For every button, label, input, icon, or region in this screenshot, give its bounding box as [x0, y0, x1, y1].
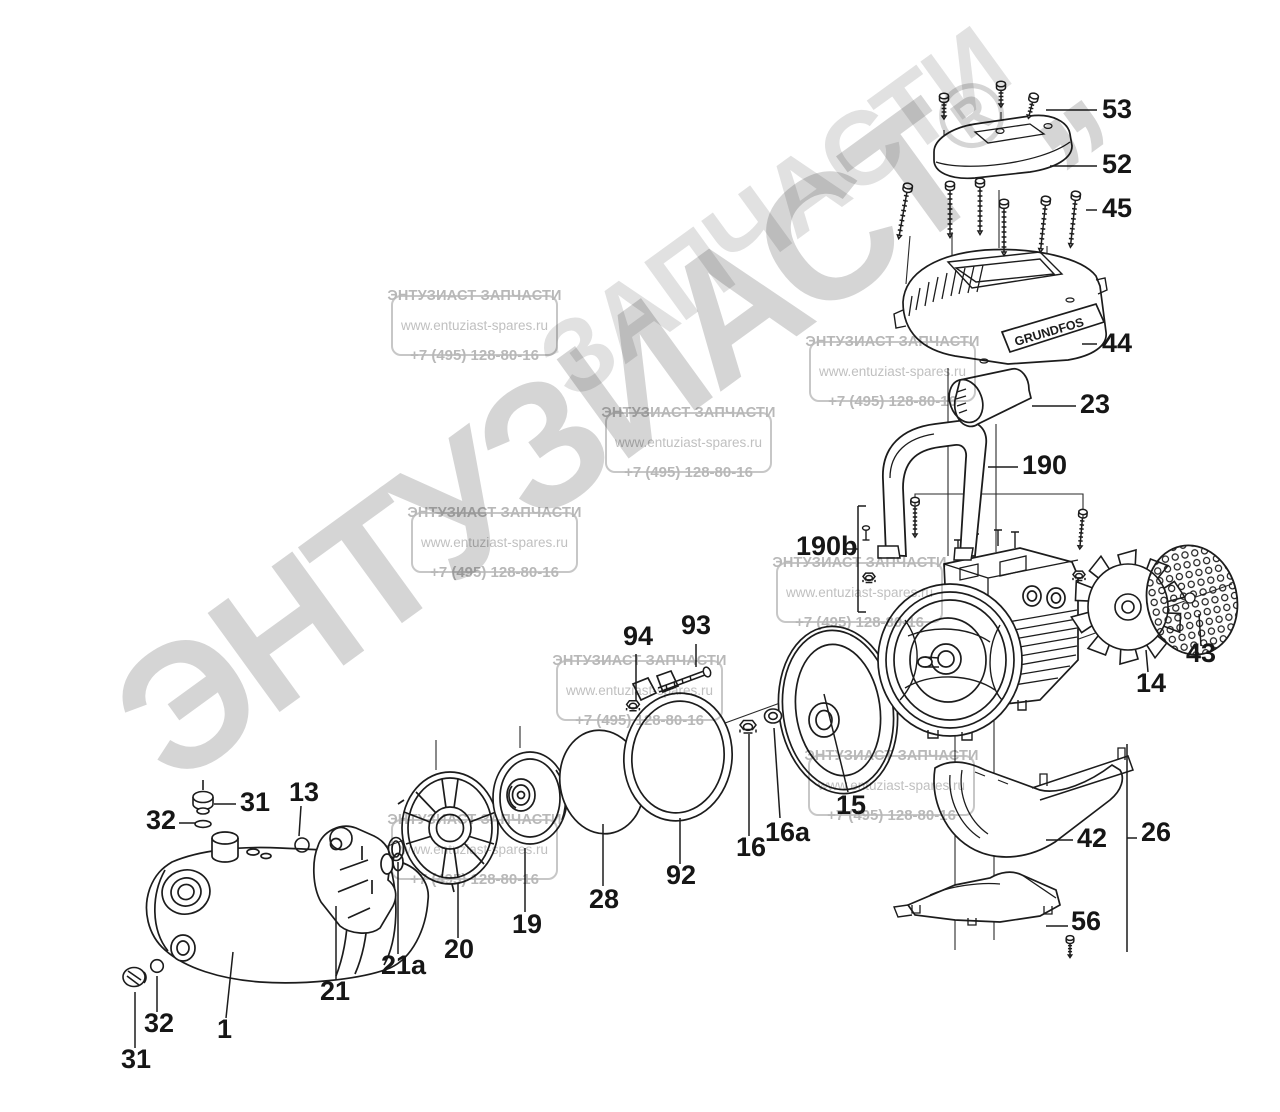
callout-21: 21 [320, 976, 351, 1006]
bolt-93 [658, 666, 712, 692]
callout-15: 15 [836, 790, 867, 820]
plug-31-top [193, 780, 213, 814]
diffuser-20 [398, 772, 503, 892]
handle-screw-left [910, 496, 920, 538]
handle-190 [878, 421, 986, 560]
callout-53: 53 [1102, 94, 1133, 124]
callout-56: 56 [1071, 906, 1102, 936]
callout-16a: 16a [765, 817, 811, 847]
callout-23: 23 [1080, 389, 1111, 419]
callout-21a: 21a [381, 950, 427, 980]
screw-53 [938, 92, 950, 120]
impeller-19 [493, 752, 567, 844]
callout-93: 93 [681, 610, 712, 640]
screw-45 [944, 180, 956, 239]
base-cover-42 [934, 748, 1133, 857]
callout-31-top: 31 [240, 787, 271, 817]
ball-32-bottom [151, 960, 164, 973]
callout-31-bottom: 31 [121, 1044, 152, 1074]
callout-1: 1 [217, 1014, 233, 1044]
callout-32-top: 32 [146, 805, 177, 835]
screw-45 [893, 181, 914, 241]
fan-grille-43 [1137, 537, 1248, 663]
callout-92: 92 [666, 860, 697, 890]
capacitor-23 [943, 369, 1031, 427]
plug-31-bottom [123, 968, 146, 987]
screw-45 [998, 198, 1010, 257]
screw-45 [974, 177, 986, 236]
bracket-56 [894, 872, 1060, 925]
callout-19: 19 [512, 909, 543, 939]
screw-45 [1035, 194, 1052, 254]
terminal-cover-52 [934, 115, 1072, 178]
motor [878, 530, 1078, 740]
callout-20: 20 [444, 934, 475, 964]
callout-28: 28 [589, 884, 620, 914]
callout-43: 43 [1186, 638, 1217, 668]
washer-16a [765, 709, 782, 723]
callout-94: 94 [623, 621, 654, 651]
o-ring-21a [389, 838, 404, 861]
screw-53 [995, 80, 1007, 108]
handle-screw-right [1074, 508, 1089, 550]
nut-94 [625, 700, 641, 712]
callout-16: 16 [736, 832, 767, 862]
screw-56 [1065, 934, 1075, 959]
callout-190b: 190b [796, 531, 858, 561]
callout-13: 13 [289, 777, 320, 807]
stator-cover-44 [894, 250, 1107, 364]
o-ring-13 [295, 838, 309, 852]
screw-45 [1065, 189, 1082, 249]
leader-lines [135, 110, 1201, 1048]
callout-26: 26 [1141, 817, 1172, 847]
screw-190b-upper [861, 525, 871, 541]
o-ring-32-top [195, 821, 211, 828]
clamp-ring-92 [617, 671, 740, 827]
callout-14: 14 [1136, 668, 1167, 698]
nut-190b-lower [862, 572, 876, 584]
ejector-21 [314, 826, 403, 933]
callout-44: 44 [1102, 328, 1133, 358]
callout-190: 190 [1022, 450, 1068, 480]
callout-42: 42 [1077, 823, 1108, 853]
callout-32-bottom: 32 [144, 1008, 175, 1038]
nut-16 [739, 719, 757, 734]
callout-52: 52 [1102, 149, 1133, 179]
callout-45: 45 [1102, 193, 1133, 223]
